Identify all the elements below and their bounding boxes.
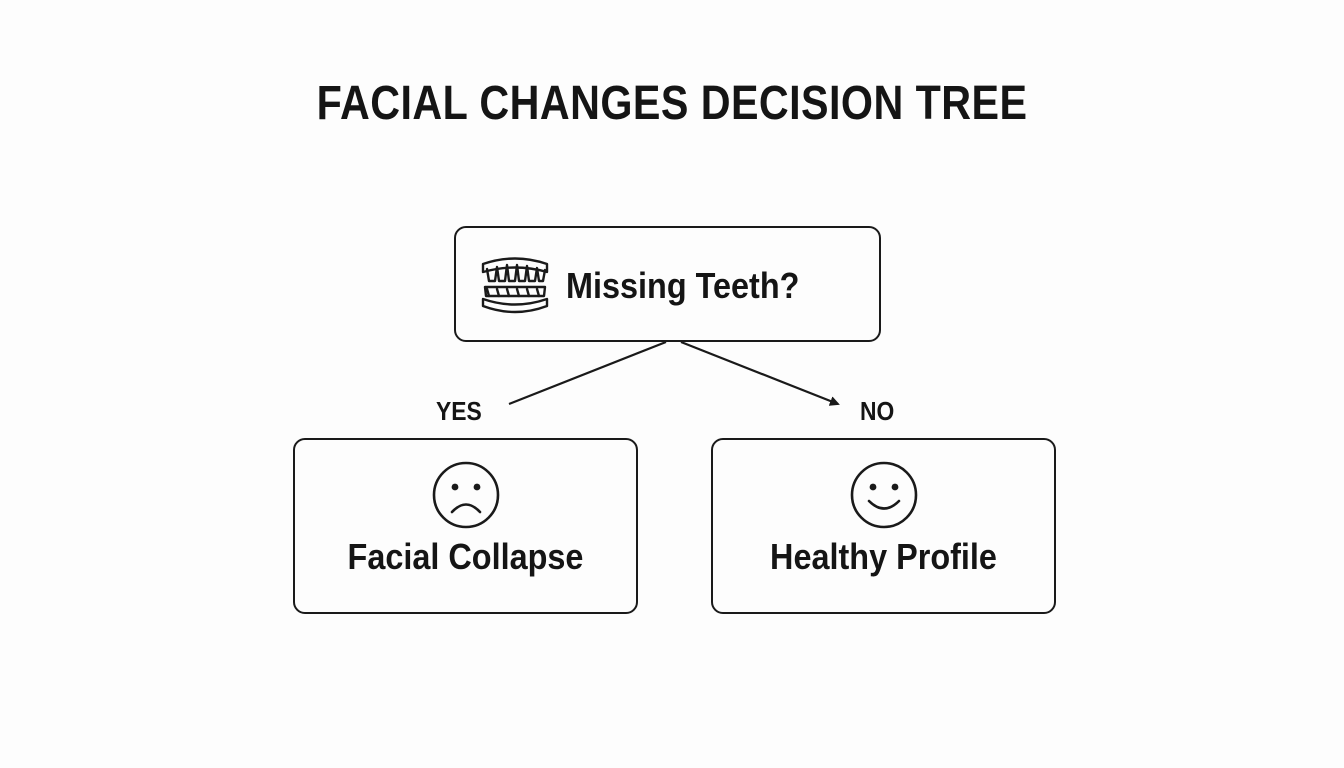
smiley-face-icon (850, 461, 917, 529)
yes-outcome-node: Facial Collapse (293, 438, 638, 614)
root-question-label: Missing Teeth? (566, 265, 800, 306)
yes-edge-label: YES (436, 396, 482, 426)
sad-face-icon (432, 461, 499, 529)
no-outcome-node: Healthy Profile (711, 438, 1056, 614)
yes-connector-line (508, 340, 667, 406)
no-edge-label: NO (860, 396, 895, 426)
no-outcome-label: Healthy Profile (770, 536, 997, 577)
yes-outcome-label: Facial Collapse (347, 536, 584, 577)
diagram-title: FACIAL CHANGES DECISION TREE (316, 77, 1028, 130)
dentures-icon (481, 257, 549, 314)
root-decision-node: Missing Teeth? (454, 226, 881, 342)
no-connector-arrow (680, 340, 840, 406)
